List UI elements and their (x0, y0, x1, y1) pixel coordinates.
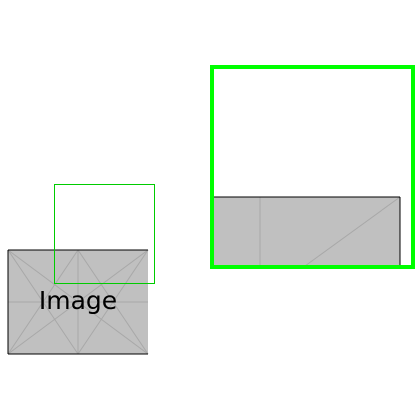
placeholder-image-label: Image (39, 286, 117, 315)
crop-frame-small (54, 184, 155, 284)
cropped-image-background (213, 197, 400, 266)
crop-frame-large (210, 65, 415, 269)
placeholder-image-full: Image (7, 249, 149, 355)
placeholder-diag-left-bottom (7, 249, 79, 355)
placeholder-diag-right-bottom (77, 249, 149, 355)
cropped-diagonal-line (304, 196, 401, 267)
placeholder-image-cropped (213, 196, 401, 267)
